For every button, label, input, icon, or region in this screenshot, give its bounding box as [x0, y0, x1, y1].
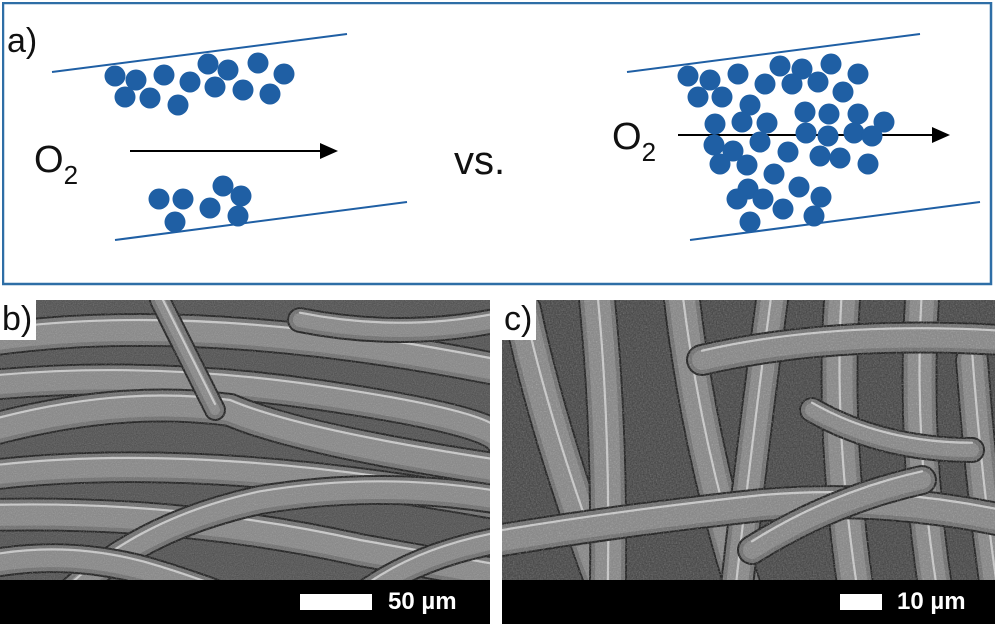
- particle: [104, 65, 126, 87]
- particle: [847, 63, 869, 85]
- particle: [739, 211, 761, 233]
- particle: [756, 112, 778, 134]
- particle: [677, 65, 699, 87]
- particle: [704, 113, 726, 135]
- particle: [125, 69, 147, 91]
- sem-micrograph-b: [0, 300, 490, 624]
- scale-bar-label-b: 50 µm: [388, 588, 457, 615]
- left-channel-particles: [104, 52, 295, 233]
- particle: [772, 198, 794, 220]
- right-channel-top-wall: [626, 33, 921, 73]
- left-channel-bottom-wall: [114, 201, 408, 241]
- particle: [794, 101, 816, 123]
- particle: [809, 145, 831, 167]
- particle: [153, 64, 175, 86]
- particle: [230, 185, 252, 207]
- particle: [754, 73, 776, 95]
- particle: [788, 176, 810, 198]
- particle: [197, 53, 219, 75]
- particle: [204, 76, 226, 98]
- particle: [857, 153, 879, 175]
- particle: [818, 103, 840, 125]
- particle: [829, 147, 851, 169]
- scale-bar-label-c: 10 µm: [897, 588, 966, 615]
- scale-bar-line-b: [300, 594, 372, 610]
- schematic-panel-a: a) O2 vs. O2: [2, 2, 993, 286]
- particle: [273, 63, 295, 85]
- sem-image-panel-b: 50 µm b): [0, 300, 490, 624]
- sem-micrograph-c: [502, 300, 995, 624]
- sem-image-panel-c: 10 µm c): [502, 300, 995, 624]
- particle: [699, 69, 721, 91]
- particle: [843, 122, 865, 144]
- versus-label: vs.: [454, 139, 505, 183]
- particle: [873, 111, 895, 133]
- particle: [139, 87, 161, 109]
- left-flow-arrow: [130, 143, 338, 159]
- panel-b-label: b): [0, 300, 37, 340]
- particle: [199, 197, 221, 219]
- particle: [687, 86, 709, 108]
- scale-bar-c: 10 µm: [502, 580, 995, 624]
- panel-c-label: c): [502, 300, 537, 340]
- particle: [212, 175, 234, 197]
- right-channel-particles: [677, 53, 895, 233]
- particle: [769, 55, 791, 77]
- left-channel-top-wall: [51, 33, 348, 73]
- scale-bar-b: 50 µm: [0, 580, 490, 624]
- particle: [164, 211, 186, 233]
- particle: [752, 188, 774, 210]
- particle: [172, 188, 194, 210]
- particle: [832, 81, 854, 103]
- particle: [781, 73, 803, 95]
- particle: [148, 188, 170, 210]
- particle: [179, 71, 201, 93]
- particle: [795, 122, 817, 144]
- particle: [820, 53, 842, 75]
- particle: [259, 83, 281, 105]
- particle: [709, 153, 731, 175]
- particle: [810, 186, 832, 208]
- particle: [736, 154, 758, 176]
- particle: [711, 86, 733, 108]
- particle: [232, 79, 254, 101]
- panel-a-label: a): [7, 22, 37, 60]
- particle: [777, 141, 799, 163]
- particle: [114, 86, 136, 108]
- particle: [791, 58, 813, 80]
- oxygen-label-left: O2: [34, 139, 78, 190]
- schematic-drawing: a) O2 vs. O2: [2, 2, 993, 286]
- particle: [167, 94, 189, 116]
- particle: [227, 205, 249, 227]
- particle: [807, 71, 829, 93]
- particle: [722, 140, 744, 162]
- particle: [217, 59, 239, 81]
- particle: [817, 125, 839, 147]
- particle: [726, 188, 748, 210]
- particle: [739, 94, 761, 116]
- particle: [731, 111, 753, 133]
- particle: [703, 134, 725, 156]
- right-channel-bottom-wall: [689, 201, 981, 241]
- particle: [727, 63, 749, 85]
- scale-bar-line-c: [840, 594, 882, 610]
- oxygen-label-right: O2: [612, 116, 656, 167]
- particle: [803, 205, 825, 227]
- particle: [763, 163, 785, 185]
- particle: [247, 52, 269, 74]
- particle: [861, 125, 883, 147]
- particle: [847, 103, 869, 125]
- particle: [749, 131, 771, 153]
